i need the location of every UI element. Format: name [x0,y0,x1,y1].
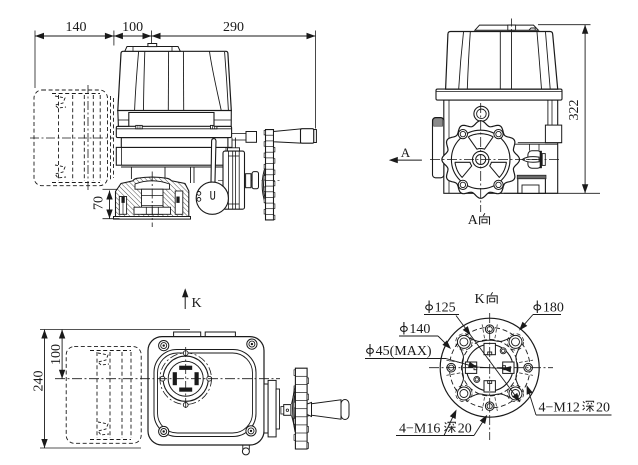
svg-text:240: 240 [32,371,47,392]
svg-text:140: 140 [409,322,430,337]
svg-text:20: 20 [458,422,472,437]
svg-text:125: 125 [435,301,456,316]
svg-text:290: 290 [223,20,244,35]
svg-text:K: K [191,296,201,311]
svg-text:140: 140 [66,20,87,35]
svg-text:A: A [401,145,411,160]
svg-text:180: 180 [543,301,564,316]
svg-text:K: K [475,292,485,307]
svg-text:4−M16: 4−M16 [399,422,440,437]
svg-text:70: 70 [92,196,107,210]
svg-text:322: 322 [567,100,582,121]
svg-text:20: 20 [596,401,610,416]
svg-text:45(MAX): 45(MAX) [376,344,432,359]
svg-text:100: 100 [122,20,143,35]
svg-text:100: 100 [49,344,64,365]
svg-text:A: A [468,213,479,228]
svg-text:4−M12: 4−M12 [539,401,580,416]
